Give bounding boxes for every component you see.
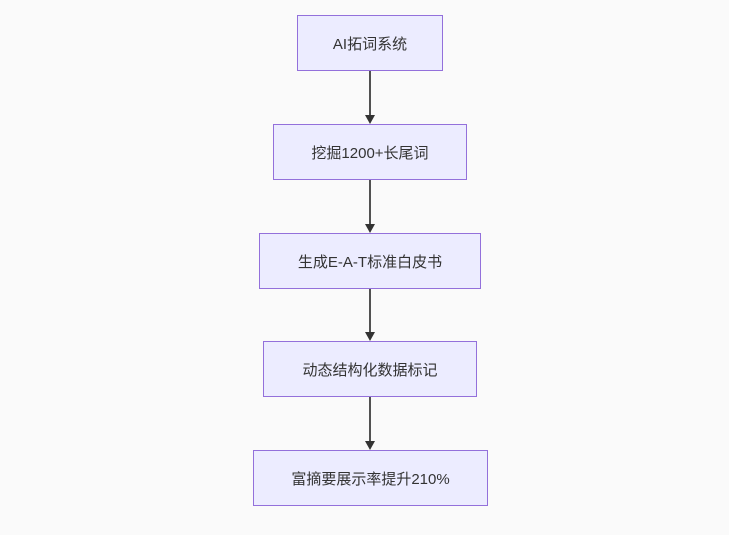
arrowhead-icon	[365, 115, 375, 124]
arrowhead-icon	[365, 441, 375, 450]
arrow-line	[369, 289, 371, 333]
node-label: 富摘要展示率提升210%	[291, 470, 450, 488]
arrowhead-icon	[365, 332, 375, 341]
node-label: 挖掘1200+长尾词	[311, 144, 429, 162]
arrowhead-icon	[365, 224, 375, 233]
flowchart-node-d: 动态结构化数据标记	[263, 341, 477, 397]
node-label: AI拓词系统	[332, 35, 408, 53]
node-label: 生成E-A-T标准白皮书	[297, 253, 443, 271]
flowchart-node-a: AI拓词系统	[297, 15, 443, 71]
node-label: 动态结构化数据标记	[302, 361, 438, 379]
flowchart-node-b: 挖掘1200+长尾词	[273, 124, 467, 180]
arrow-line	[369, 180, 371, 225]
arrow-line	[369, 71, 371, 116]
arrow-line	[369, 397, 371, 442]
flowchart-node-c: 生成E-A-T标准白皮书	[259, 233, 481, 289]
flowchart-node-e: 富摘要展示率提升210%	[253, 450, 488, 506]
